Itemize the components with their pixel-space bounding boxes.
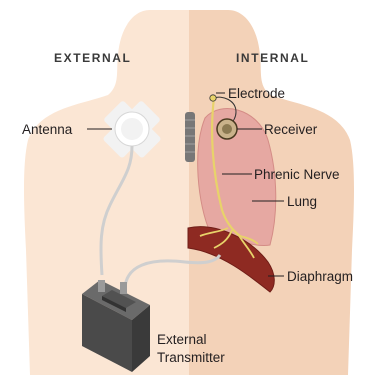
- phrenic-nerve-label: Phrenic Nerve: [254, 167, 340, 182]
- electrode-label: Electrode: [228, 86, 285, 101]
- antenna-label: Antenna: [22, 122, 73, 137]
- lung-label: Lung: [287, 194, 317, 209]
- electrode-dot: [210, 95, 216, 101]
- receiver-core: [222, 124, 232, 134]
- diaphragm-label: Diaphragm: [287, 269, 353, 284]
- transmitter-label-line2: Transmitter: [157, 350, 225, 365]
- transmitter-label-line1: External: [157, 332, 207, 347]
- internal-header: INTERNAL: [236, 51, 309, 65]
- receiver-label: Receiver: [264, 122, 318, 137]
- external-header: EXTERNAL: [54, 51, 131, 65]
